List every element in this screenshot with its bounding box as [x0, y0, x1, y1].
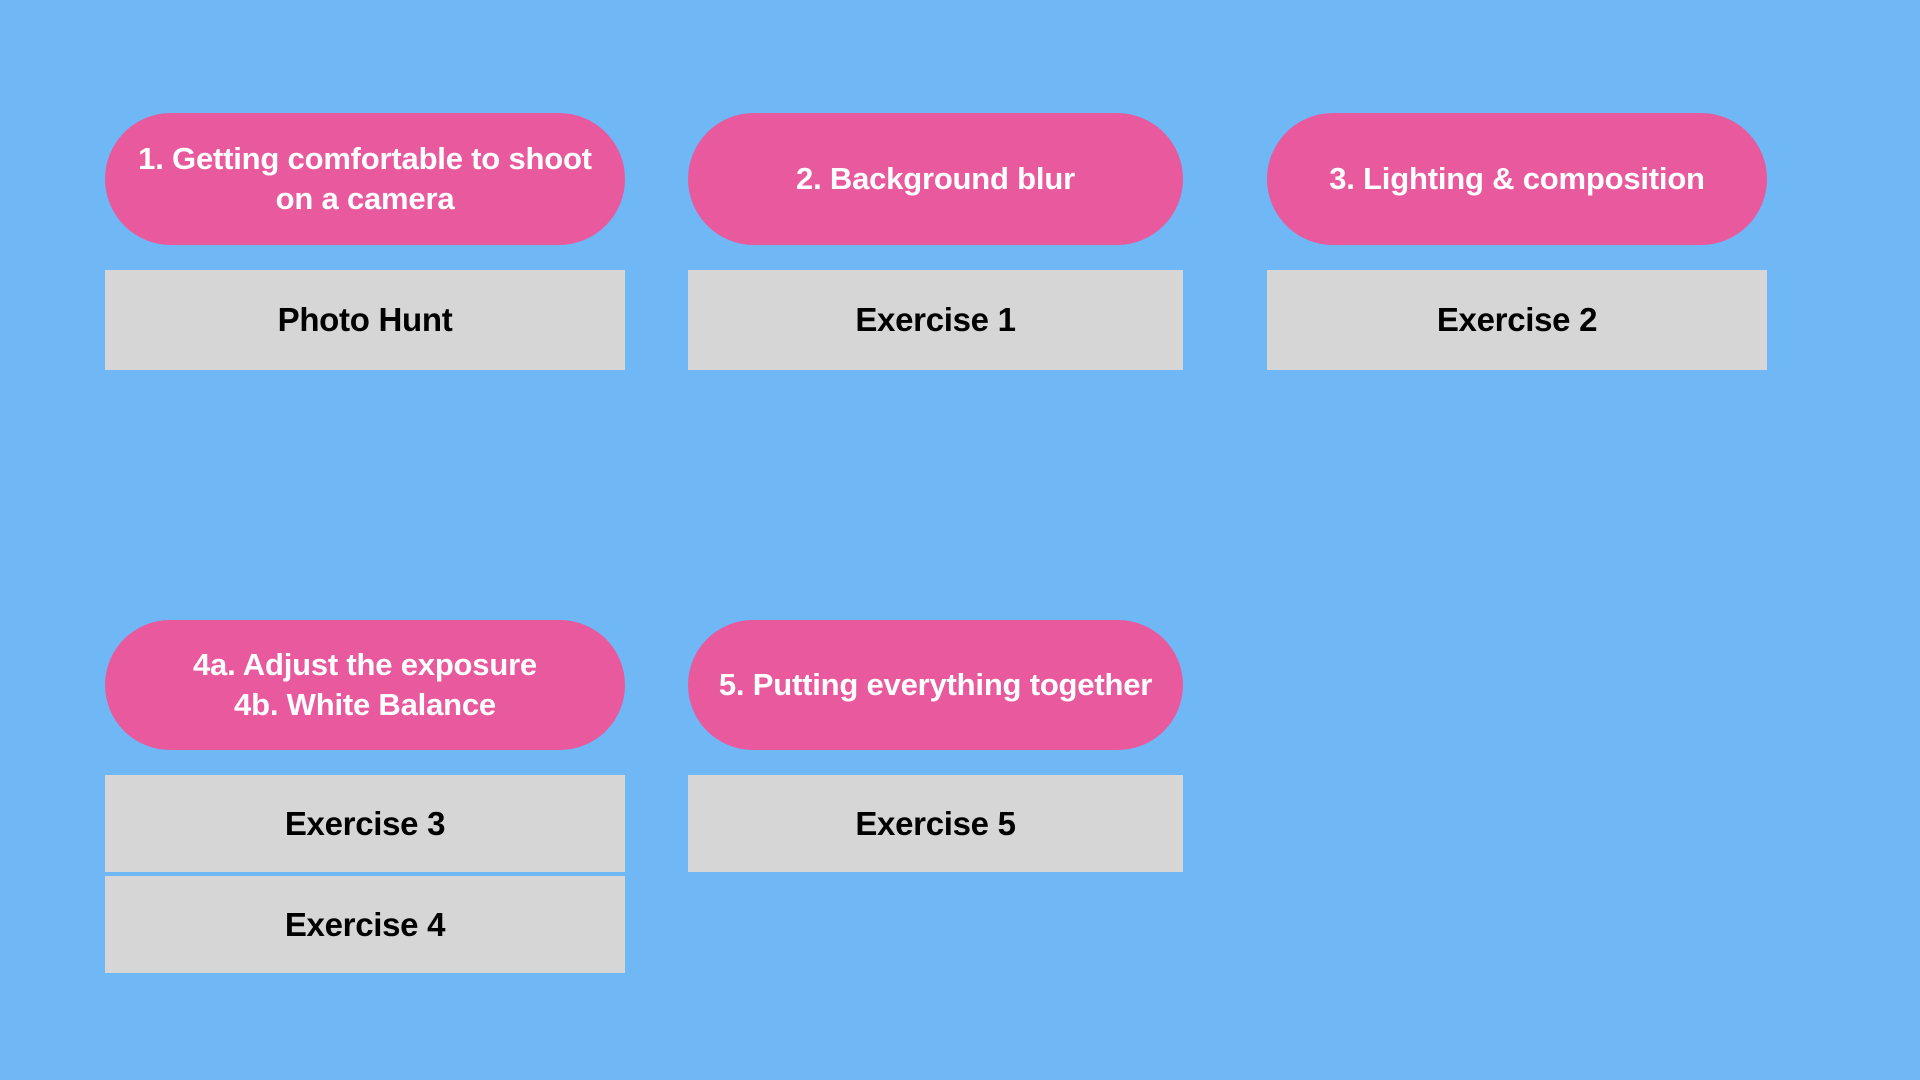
module-title-text: 2. Background blur [796, 161, 1075, 197]
module-title-4[interactable]: 4a. Adjust the exposure 4b. White Balanc… [105, 620, 625, 750]
exercise-item[interactable]: Exercise 5 [688, 775, 1183, 872]
module-title-2[interactable]: 2. Background blur [688, 113, 1183, 245]
module-card-5: 5. Putting everything together Exercise … [688, 620, 1183, 980]
exercise-item[interactable]: Photo Hunt [105, 270, 625, 370]
exercise-item[interactable]: Exercise 1 [688, 270, 1183, 370]
exercise-item[interactable]: Exercise 3 [105, 775, 625, 872]
exercise-list-5: Exercise 5 [688, 775, 1183, 872]
exercise-item[interactable]: Exercise 4 [105, 876, 625, 973]
module-title-5[interactable]: 5. Putting everything together [688, 620, 1183, 750]
module-card-3: 3. Lighting & composition Exercise 2 [1267, 113, 1767, 373]
exercise-item[interactable]: Exercise 2 [1267, 270, 1767, 370]
exercise-list-4: Exercise 3 Exercise 4 [105, 775, 625, 973]
module-title-1[interactable]: 1. Getting comfortable to shoot on a cam… [105, 113, 625, 245]
module-card-1: 1. Getting comfortable to shoot on a cam… [105, 113, 625, 373]
module-title-3[interactable]: 3. Lighting & composition [1267, 113, 1767, 245]
exercise-list-2: Exercise 1 [688, 270, 1183, 370]
exercise-list-1: Photo Hunt [105, 270, 625, 370]
exercise-list-3: Exercise 2 [1267, 270, 1767, 370]
module-title-text: 1. Getting comfortable to shoot on a cam… [138, 141, 592, 216]
module-title-text: 5. Putting everything together [718, 667, 1153, 703]
module-card-4: 4a. Adjust the exposure 4b. White Balanc… [105, 620, 625, 980]
module-title-text: 4a. Adjust the exposure 4b. White Balanc… [193, 647, 537, 722]
module-card-2: 2. Background blur Exercise 1 [688, 113, 1183, 373]
module-title-text: 3. Lighting & composition [1329, 161, 1705, 197]
